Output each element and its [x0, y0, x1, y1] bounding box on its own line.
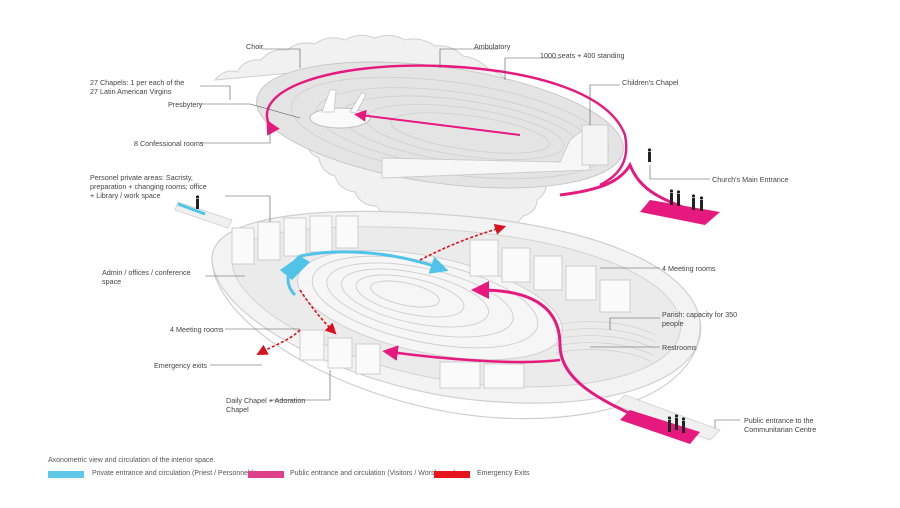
label-parish-line1: Parish: capacity for 350: [662, 310, 738, 319]
upper-public-circulation: [265, 64, 628, 187]
label-restrooms: Restrooms: [662, 343, 697, 352]
label-emergency-exits: Emergency exits: [154, 361, 208, 370]
label-daily-chapel-line2: Chapel: [226, 405, 249, 414]
label-main-entrance: Church's Main Entrance: [712, 175, 789, 184]
figure-caption: Axonometric view and circulation of the …: [48, 457, 216, 464]
leader-lines: [200, 48, 740, 428]
label-personnel-areas: Personel private areas: Sacristy, prepar…: [90, 173, 207, 200]
people-figures-upper: [647, 148, 704, 211]
upper-level-church: [213, 34, 720, 235]
upper-inner-wall: [381, 127, 591, 179]
label-daily-chapel: Daily Chapel + Adoration Chapel: [226, 396, 305, 414]
label-meeting-rooms-right: 4 Meeting rooms: [662, 264, 716, 273]
legend-swatch-public: [248, 471, 284, 478]
label-public-entrance-line2: Communitarian Centre: [744, 425, 817, 434]
legend-label-emergency: Emergency Exits: [477, 470, 530, 477]
lower-outer-wall: [211, 259, 701, 420]
emergency-exit-route-3: [256, 329, 301, 356]
lower-entrance-ramp: [620, 410, 700, 444]
entrance-corridor: [614, 394, 721, 441]
label-confessional-rooms: 8 Confessional rooms: [134, 139, 204, 148]
legend-label-private: Private entrance and circulation (Priest…: [92, 470, 254, 477]
label-admin-line2: space: [102, 277, 122, 286]
label-daily-chapel-line1: Daily Chapel + Adoration: [226, 396, 306, 405]
label-ambulatory: Ambulatory: [474, 42, 511, 51]
lower-level-centre: [174, 195, 721, 444]
lower-public-circulation-hall: [382, 345, 561, 364]
childrens-chapel-wall: [581, 124, 609, 166]
label-childrens-chapel: Children's Chapel: [622, 78, 679, 87]
legend-swatch-emergency: [434, 471, 470, 478]
altar-light: [321, 89, 367, 114]
lower-public-circulation: [471, 281, 641, 420]
label-seats: 1000 seats + 400 standing: [540, 51, 625, 60]
label-personnel-line3: + Library / work space: [90, 191, 161, 200]
room-partitions: [231, 215, 631, 389]
private-circulation-entry: [177, 202, 206, 216]
upper-entrance-ramp: [640, 200, 720, 225]
label-meeting-rooms-left: 4 Meeting rooms: [170, 325, 224, 334]
label-admin: Admin / offices / conference space: [102, 268, 191, 286]
label-27-chapels: 27 Chapels: 1 per each of the 27 Latin A…: [90, 78, 184, 96]
emergency-exit-route-1: [419, 224, 507, 261]
label-public-entrance-line1: Public entrance to the: [744, 416, 814, 425]
upper-public-circulation-aisle: [354, 109, 521, 136]
label-27-chapels-line1: 27 Chapels: 1 per each of the: [90, 78, 185, 87]
legend-label-public: Public entrance and circulation (Visitor…: [290, 470, 456, 477]
label-choir: Choir: [246, 42, 264, 51]
label-personnel-line2: preparation + changing rooms; office: [90, 182, 207, 191]
label-admin-line1: Admin / offices / conference: [102, 268, 191, 277]
private-circulation-band: [280, 256, 310, 280]
people-figures-lower: [195, 195, 686, 433]
legend-swatch-private: [48, 471, 84, 478]
label-27-chapels-line2: 27 Latin American Virgins: [90, 87, 172, 96]
parish-seating: [554, 321, 656, 363]
private-circulation-path: [299, 250, 449, 274]
label-presbytery: Presbytery: [168, 100, 203, 109]
label-parish-line2: people: [662, 319, 684, 328]
presbytery-platform: [309, 107, 371, 129]
label-personnel-line1: Personel private areas: Sacristy,: [90, 173, 193, 182]
emergency-exit-route-2: [299, 289, 337, 335]
label-parish: Parish: capacity for 350 people: [662, 310, 737, 328]
label-public-entrance: Public entrance to the Communitarian Cen…: [744, 416, 816, 434]
